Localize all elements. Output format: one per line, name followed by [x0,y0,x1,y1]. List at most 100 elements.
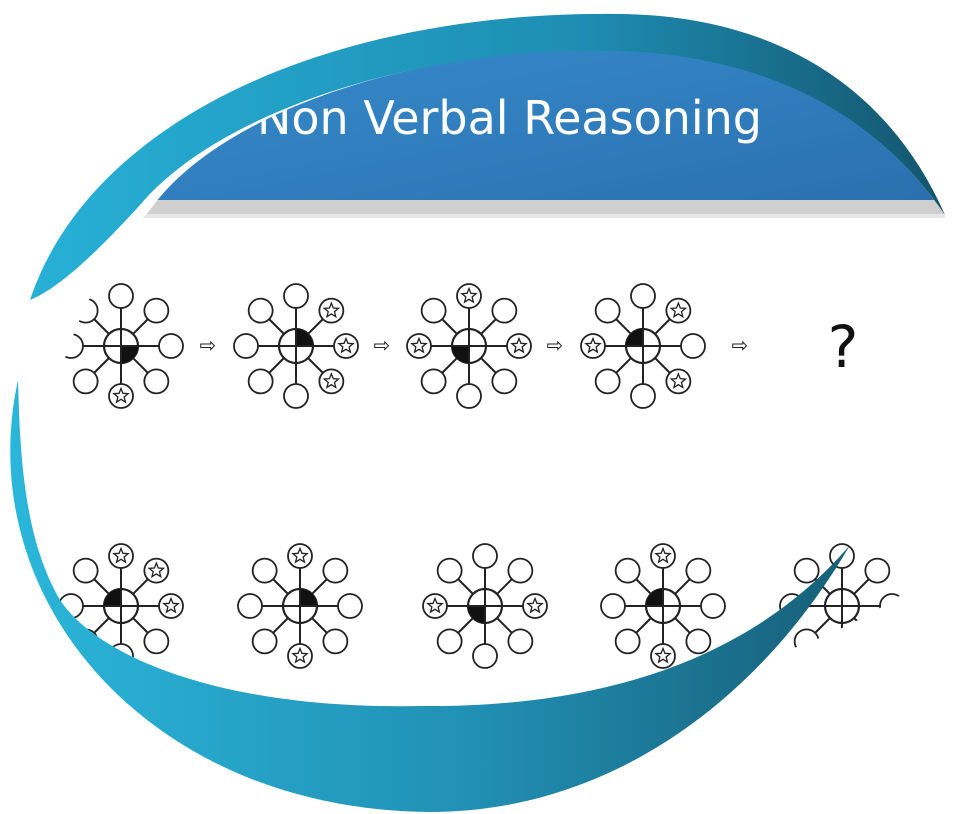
satellite-circle [829,643,855,669]
satellite-circle [436,557,463,584]
satellite-circle [650,543,676,569]
star-icon [669,372,688,389]
satellite-circle [420,368,447,395]
satellite-circle [108,543,134,569]
satellite-circle [507,628,534,655]
wheel-figure [58,283,184,409]
satellite-circle [72,368,99,395]
satellite-circle [580,333,606,359]
satellite-circle [322,628,349,655]
satellite-circle [143,297,170,324]
star-icon [291,646,309,664]
satellite-circle [879,593,905,619]
star-icon [147,561,166,579]
hub-filled-quadrant [300,589,317,606]
satellite-circle [614,628,641,655]
star-icon [654,546,672,564]
hub-filled-quadrant [452,346,469,363]
satellite-circle [630,383,656,409]
satellite-circle [594,297,621,324]
satellite-circle [283,283,309,309]
satellite-circle [233,333,259,359]
satellite-circle [864,628,891,655]
satellite-circle [58,333,84,359]
satellite-circle [506,333,532,359]
star-icon [322,301,341,319]
satellite-circle [436,628,463,655]
satellite-circle [108,283,134,309]
satellite-circle [318,368,345,395]
satellite-circle [456,283,482,309]
star-icon [112,546,130,564]
satellite-circle [406,333,432,359]
satellite-circle [322,557,349,584]
star-icon [322,372,341,389]
ribbon-bottom [10,380,851,812]
satellite-circle [685,557,712,584]
satellite-circle [600,593,626,619]
satellite-circle [491,297,518,324]
star-icon [410,336,428,354]
star-icon [291,546,309,564]
wheel-figure [422,543,548,669]
star-icon [162,596,180,614]
satellite-circle [108,383,134,409]
hub-filled-quadrant [104,589,121,606]
satellite-circle [237,593,263,619]
wheel-figure [406,283,532,409]
satellite-circle [650,643,676,669]
satellite-circle [491,368,518,395]
wheel-figure [237,543,363,669]
satellite-circle [522,593,548,619]
hub-filled-quadrant [121,346,138,363]
satellite-circle [614,557,641,584]
arrow-right-icon: ⇨ [547,333,564,357]
hub-filled-quadrant [646,589,663,606]
satellite-circle [864,557,891,584]
star-icon [584,336,602,354]
satellite-circle [318,297,345,324]
satellite-circle [287,643,313,669]
satellite-circle [472,543,498,569]
satellite-circle [251,557,278,584]
satellite-circle [793,628,820,655]
page-title: Non Verbal Reasoning [257,91,762,145]
star-icon [426,596,444,614]
hub-filled-quadrant [626,329,643,346]
hub-filled-quadrant [296,329,313,346]
satellite-circle [665,297,692,324]
ribbon-top [30,13,945,300]
arrow-right-icon: ⇨ [374,333,391,357]
satellite-circle [283,383,309,409]
hub-filled-quadrant [468,606,485,623]
satellite-circle [143,628,170,655]
satellite-circle [247,297,274,324]
satellite-circle [507,557,534,584]
star-icon [460,286,478,304]
satellite-circle [333,333,359,359]
satellite-circle [793,557,820,584]
satellite-circle [337,593,363,619]
satellite-circle [630,283,656,309]
satellite-circle [143,368,170,395]
satellite-circle [680,333,706,359]
star-icon [526,596,544,614]
wheel-figure [580,283,706,409]
star-icon [654,646,672,664]
arrow-right-icon: ⇨ [732,333,749,357]
satellite-circle [251,628,278,655]
satellite-circle [594,368,621,395]
satellite-circle [665,368,692,395]
header-divider [40,200,946,214]
satellite-circle [420,297,447,324]
satellite-circle [287,543,313,569]
star-icon [510,336,528,354]
satellite-circle [158,333,184,359]
satellite-circle [143,557,170,584]
star-icon [669,301,688,319]
wheel-figure [233,283,359,409]
satellite-circle [422,593,448,619]
satellite-circle [685,628,712,655]
star-icon [337,336,355,354]
